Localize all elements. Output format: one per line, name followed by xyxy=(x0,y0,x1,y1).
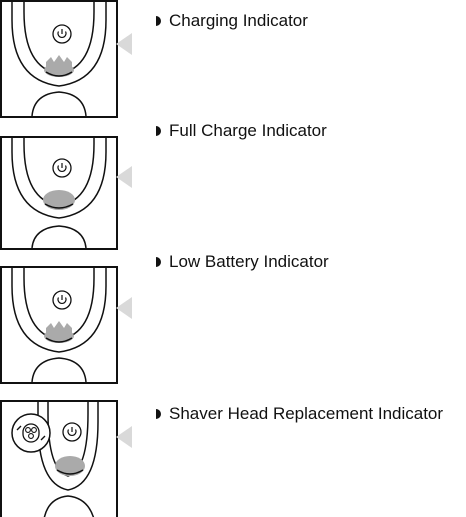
pulsing-lamp-icon xyxy=(44,321,74,343)
charging-indicator-label-row: Charging Indicator xyxy=(156,11,308,31)
head-replacement-indicator-label: Shaver Head Replacement Indicator xyxy=(169,404,444,423)
solid-lamp-icon xyxy=(55,456,85,476)
head-replacement-indicator-label-row: Shaver Head Replacement Indicator xyxy=(156,404,443,424)
bullet-icon xyxy=(156,409,161,419)
bullet-icon xyxy=(156,126,161,136)
pointer-low-battery xyxy=(116,297,132,319)
shaver-head-icon xyxy=(11,413,51,453)
power-icon xyxy=(52,290,72,310)
power-icon xyxy=(62,422,82,442)
charging-indicator-label: Charging Indicator xyxy=(169,11,308,30)
low-battery-illustration xyxy=(0,266,118,384)
shaver-bottom-drawing xyxy=(11,138,107,248)
solid-lamp-icon xyxy=(43,190,75,210)
pointer-charging xyxy=(116,33,132,55)
pulsing-lamp-icon xyxy=(44,55,74,77)
charging-illustration xyxy=(0,0,118,118)
power-icon xyxy=(52,24,72,44)
head-replacement-illustration xyxy=(0,400,118,517)
full-charge-indicator-label: Full Charge Indicator xyxy=(169,121,327,140)
full-charge-indicator-label-row: Full Charge Indicator xyxy=(156,121,327,141)
pointer-full-charge xyxy=(116,166,132,188)
shaver-bottom-drawing xyxy=(11,268,107,382)
low-battery-indicator-label-row: Low Battery Indicator xyxy=(156,252,329,272)
power-icon xyxy=(52,158,72,178)
pointer-head-replacement xyxy=(116,426,132,448)
shaver-bottom-drawing xyxy=(11,2,107,116)
bullet-icon xyxy=(156,16,161,26)
bullet-icon xyxy=(156,257,161,267)
low-battery-indicator-label: Low Battery Indicator xyxy=(169,252,329,271)
shaver-bottom-drawing xyxy=(11,402,99,517)
full-charge-illustration xyxy=(0,136,118,250)
